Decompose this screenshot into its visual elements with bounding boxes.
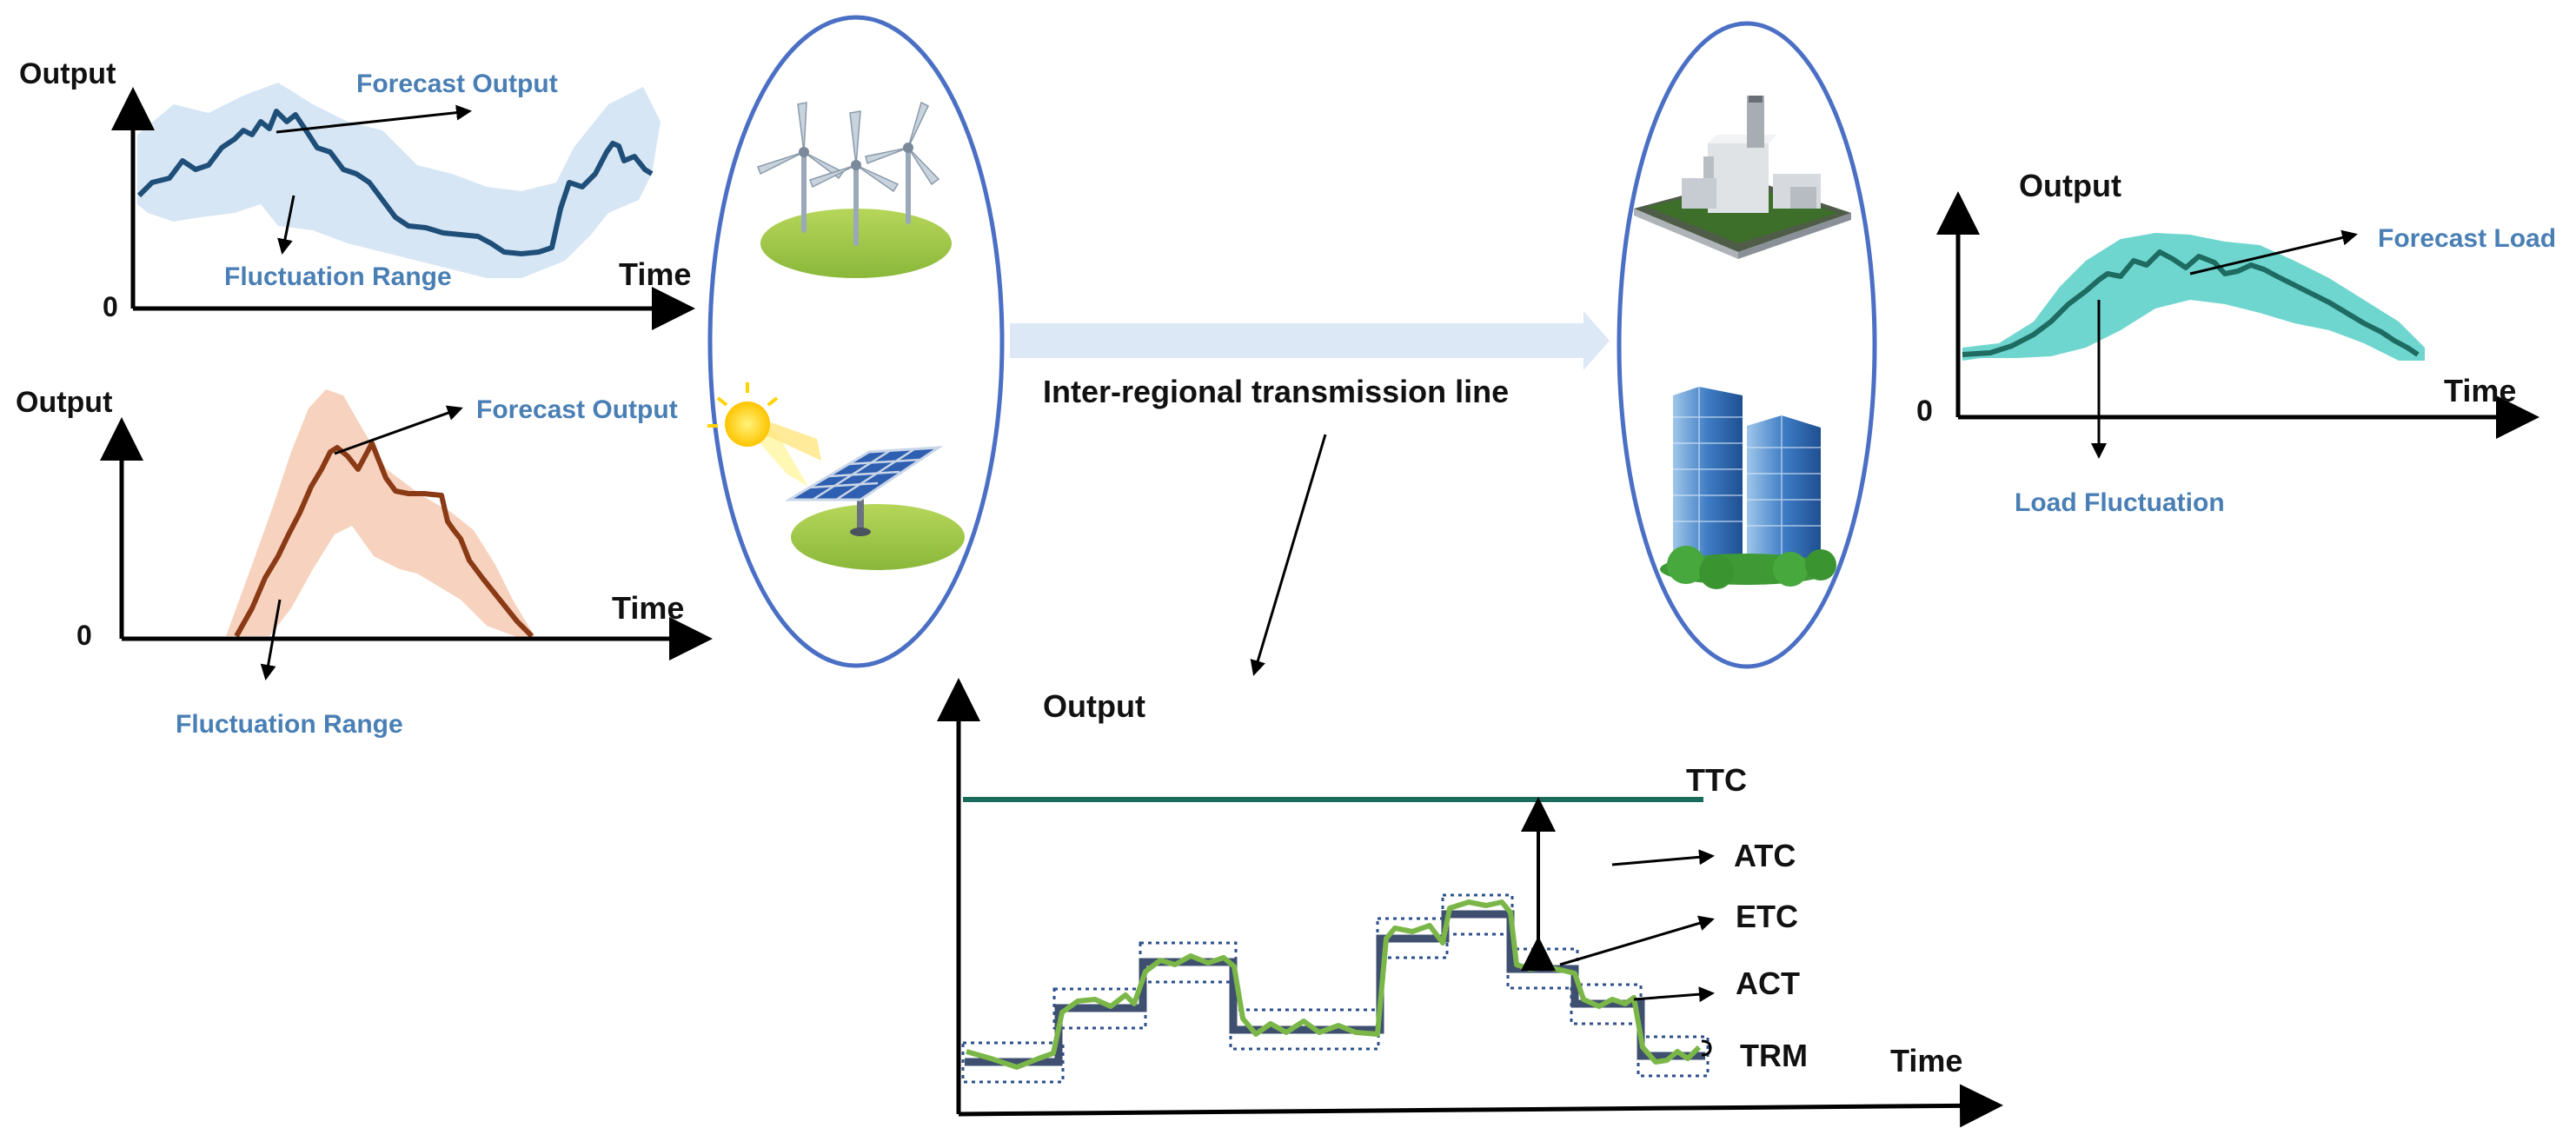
load-x-label: Time — [2444, 373, 2516, 408]
wind-zero-label: 0 — [103, 291, 118, 322]
load-chart: Output Time 0 Forecast Load Load Fluctua… — [1916, 168, 2556, 517]
wind-range-pointer — [277, 195, 295, 255]
solar-forecast-label: Forecast Output — [476, 395, 678, 424]
ttc-label: TTC — [1686, 762, 1747, 798]
capacity-x-axis — [958, 1084, 2003, 1128]
act-actual-line — [966, 899, 1702, 1070]
act-label: ACT — [1736, 966, 1800, 1001]
atc-pointer — [1611, 849, 1715, 866]
load-forecast-line — [1962, 249, 2420, 357]
load-y-label: Output — [2019, 168, 2121, 203]
consumer-ellipse — [1617, 21, 1877, 669]
solar-forecast-pointer — [334, 405, 463, 455]
solar-range-label: Fluctuation Range — [176, 710, 403, 739]
generation-group — [707, 15, 1005, 668]
solar-x-label: Time — [612, 590, 684, 626]
wind-range-label: Fluctuation Range — [224, 262, 452, 291]
etc-pointer — [1559, 915, 1715, 966]
etc-step-line — [965, 910, 1705, 1066]
load-forecast-label: Forecast Load — [2378, 224, 2556, 253]
load-zero-label: 0 — [1916, 395, 1933, 428]
solar-fluctuation-band — [226, 389, 534, 639]
wind-fluctuation-band — [137, 83, 661, 278]
solar-y-label: Output — [16, 386, 112, 419]
capacity-y-label: Output — [1043, 688, 1145, 724]
wind-forecast-label: Forecast Output — [356, 70, 558, 98]
etc-label: ETC — [1736, 899, 1798, 934]
trm-margin-boxes — [961, 893, 1710, 1084]
wind-output-chart: Output Time 0 Forecast Output Fluctuatio… — [19, 57, 695, 330]
capacity-chart: Output Time TTC ATC ETC ACT TRM — [937, 678, 2003, 1128]
trm-label: TRM — [1740, 1038, 1808, 1073]
solar-panel-icon — [707, 382, 965, 570]
transmission-pointer — [1250, 434, 1327, 676]
load-fluctuation-label: Load Fluctuation — [2015, 488, 2225, 517]
solar-range-pointer — [260, 599, 282, 680]
load-forecast-pointer — [2189, 229, 2358, 275]
transmission-arrow: Inter-regional transmission line — [1010, 311, 1610, 676]
office-buildings-icon — [1660, 387, 1836, 589]
act-pointer — [1633, 986, 1715, 1003]
solar-forecast-line — [234, 441, 534, 639]
trm-bracket — [1701, 1039, 1712, 1057]
wind-turbines-icon — [757, 101, 952, 278]
solar-output-chart: Output Time 0 Forecast Output Fluctuatio… — [16, 386, 713, 739]
load-fluctuation-band — [1962, 233, 2425, 361]
wind-y-label: Output — [19, 57, 116, 90]
atc-label: ATC — [1734, 838, 1796, 873]
transmission-label: Inter-regional transmission line — [1043, 374, 1509, 409]
wind-forecast-pointer — [276, 104, 472, 134]
solar-zero-label: 0 — [76, 620, 92, 651]
generation-ellipse — [707, 15, 1005, 668]
capacity-x-label: Time — [1890, 1043, 1962, 1078]
wind-x-label: Time — [619, 256, 691, 292]
power-plant-icon — [1634, 96, 1851, 259]
wind-forecast-line — [136, 109, 654, 256]
consumer-group — [1617, 21, 1877, 669]
